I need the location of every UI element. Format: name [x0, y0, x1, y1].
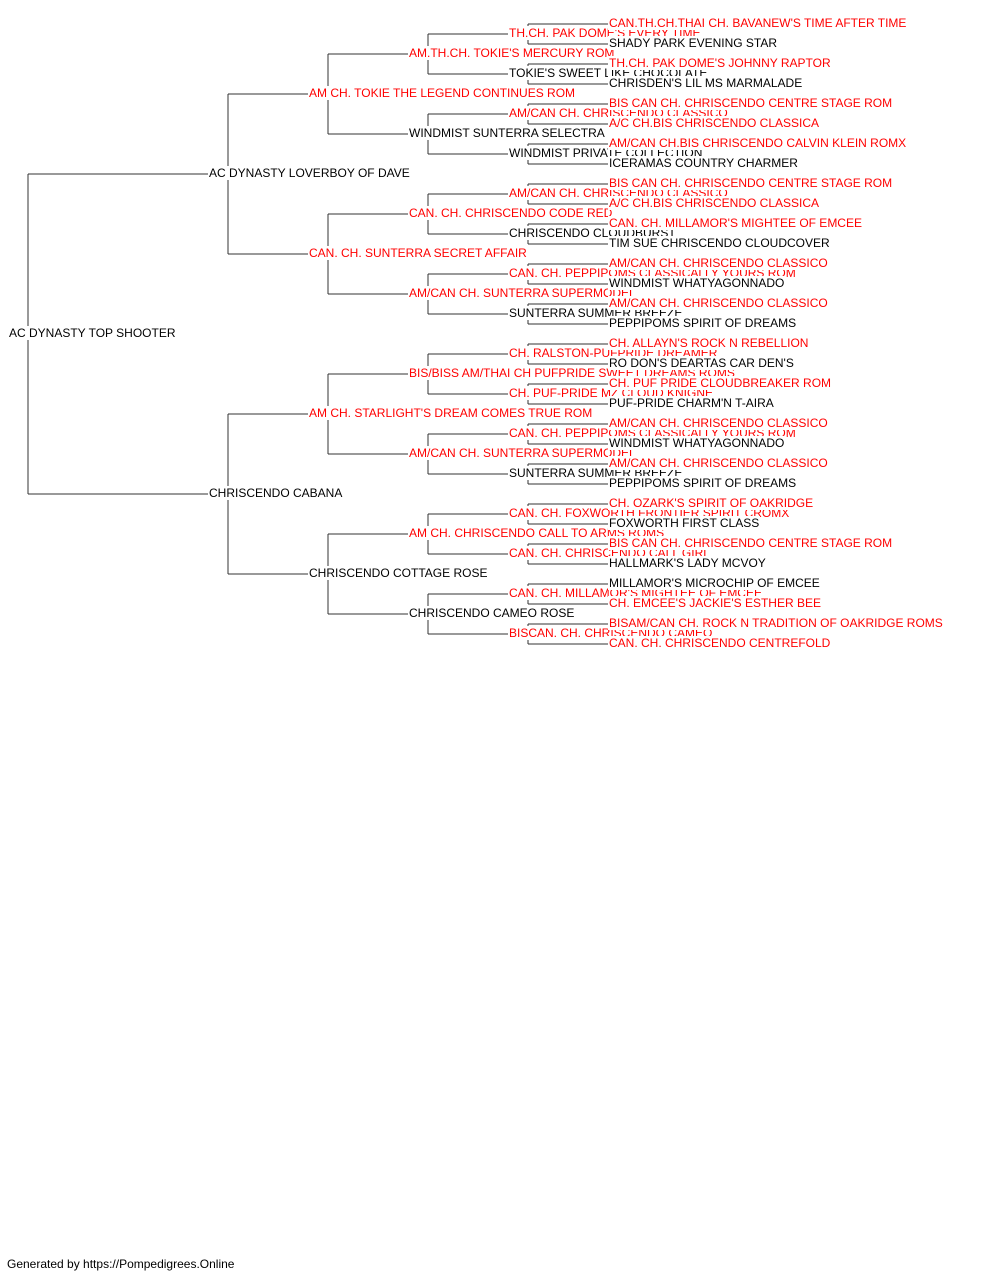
ancestor-name: CHRISDEN'S LIL MS MARMALADE [608, 76, 804, 90]
ancestor-name: AM/CAN CH. SUNTERRA SUPERMODEL [408, 286, 637, 300]
ancestor-name: A/C CH.BIS CHRISCENDO CLASSICA [608, 196, 821, 210]
ancestor-name: CH. OZARK'S SPIRIT OF OAKRIDGE [608, 496, 815, 510]
ancestor-name: CHRISCENDO COTTAGE ROSE [308, 566, 489, 580]
ancestor-name: CH. ALLAYN'S ROCK N REBELLION [608, 336, 810, 350]
ancestor-name: CHRISCENDO CABANA [208, 486, 344, 500]
ancestor-name: ICERAMAS COUNTRY CHARMER [608, 156, 799, 170]
ancestor-name: AM/CAN CH. SUNTERRA SUPERMODEL [408, 446, 637, 460]
ancestor-name: PUF-PRIDE CHARM'N T-AIRA [608, 396, 775, 410]
ancestor-name: AM CH. TOKIE THE LEGEND CONTINUES ROM [308, 86, 577, 100]
ancestor-name: AM CH. CHRISCENDO CALL TO ARMS ROMS [408, 526, 666, 540]
ancestor-name: AC DYNASTY LOVERBOY OF DAVE [208, 166, 411, 180]
ancestor-name: AM/CAN CH. CHRISCENDO CLASSICO [608, 296, 829, 310]
ancestor-name: MILLAMOR'S MICROCHIP OF EMCEE [608, 576, 821, 590]
ancestor-name: CH. PUF PRIDE CLOUDBREAKER ROM [608, 376, 833, 390]
ancestor-name: WINDMIST SUNTERRA SELECTRA [408, 126, 606, 140]
ancestor-name: AM CH. STARLIGHT'S DREAM COMES TRUE ROM [308, 406, 594, 420]
ancestor-name: A/C CH.BIS CHRISCENDO CLASSICA [608, 116, 821, 130]
ancestor-name: CHRISCENDO CAMEO ROSE [408, 606, 576, 620]
subject-dog: AC DYNASTY TOP SHOOTER [8, 326, 177, 340]
ancestor-name: PEPPIPOMS SPIRIT OF DREAMS [608, 476, 798, 490]
ancestor-name: SHADY PARK EVENING STAR [608, 36, 779, 50]
ancestor-name: CAN. CH. MILLAMOR'S MIGHTEE OF EMCEE [608, 216, 863, 230]
ancestor-name: AM/CAN CH.BIS CHRISCENDO CALVIN KLEIN RO… [608, 136, 908, 150]
ancestor-name: AM.TH.CH. TOKIE'S MERCURY ROM [408, 46, 616, 60]
ancestor-name: BIS CAN CH. CHRISCENDO CENTRE STAGE ROM [608, 176, 894, 190]
ancestor-name: FOXWORTH FIRST CLASS [608, 516, 761, 530]
ancestor-name: BISAM/CAN CH. ROCK N TRADITION OF OAKRID… [608, 616, 944, 630]
footer-credit: Generated by https://Pompedigrees.Online [7, 1257, 235, 1271]
ancestor-name: CAN. CH. SUNTERRA SECRET AFFAIR [308, 246, 528, 260]
ancestor-name: CH. EMCEE'S JACKIE'S ESTHER BEE [608, 596, 822, 610]
ancestor-name: WINDMIST WHATYAGONNADO [608, 276, 786, 290]
ancestor-name: AM/CAN CH. CHRISCENDO CLASSICO [608, 256, 829, 270]
ancestor-name: HALLMARK'S LADY MCVOY [608, 556, 767, 570]
ancestor-name: AM/CAN CH. CHRISCENDO CLASSICO [608, 416, 829, 430]
ancestor-name: CAN. CH. CHRISCENDO CENTREFOLD [608, 636, 832, 650]
ancestor-name: BIS CAN CH. CHRISCENDO CENTRE STAGE ROM [608, 96, 894, 110]
ancestor-name: RO DON'S DEARTAS CAR DEN'S [608, 356, 795, 370]
ancestor-name: CAN.TH.CH.THAI CH. BAVANEW'S TIME AFTER … [608, 16, 908, 30]
ancestor-name: AM/CAN CH. CHRISCENDO CLASSICO [608, 456, 829, 470]
ancestor-name: TH.CH. PAK DOME'S JOHNNY RAPTOR [608, 56, 832, 70]
ancestor-name: BIS CAN CH. CHRISCENDO CENTRE STAGE ROM [608, 536, 894, 550]
ancestor-name: CAN. CH. CHRISCENDO CODE RED [408, 206, 614, 220]
ancestor-name: PEPPIPOMS SPIRIT OF DREAMS [608, 316, 798, 330]
ancestor-name: TIM SUE CHRISCENDO CLOUDCOVER [608, 236, 831, 250]
ancestor-name: WINDMIST WHATYAGONNADO [608, 436, 786, 450]
